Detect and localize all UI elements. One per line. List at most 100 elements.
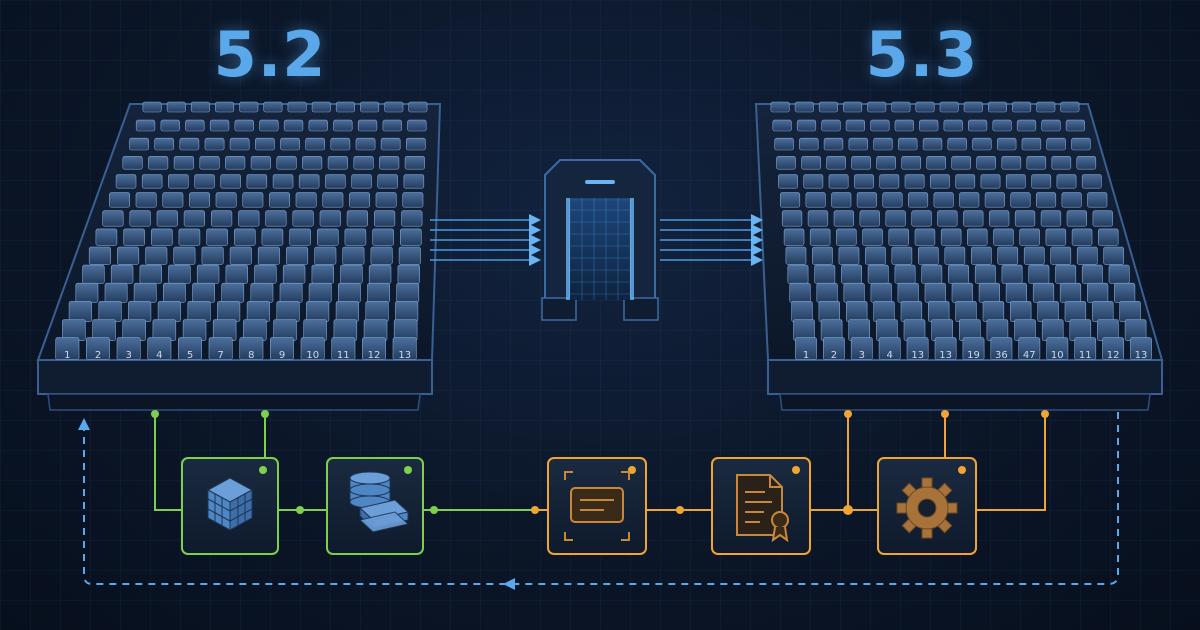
key-cap — [234, 228, 256, 246]
key-cap — [1050, 246, 1072, 265]
key-cap — [1065, 119, 1085, 132]
key-cap — [221, 282, 245, 303]
key-cap — [380, 137, 401, 151]
key-cap — [963, 101, 983, 113]
key-cap — [255, 137, 275, 151]
key-cap — [848, 137, 869, 151]
key-cap — [1059, 282, 1082, 303]
key-cap — [204, 137, 225, 151]
key-cap — [943, 119, 963, 132]
key-cap — [272, 174, 294, 189]
key-cap — [192, 282, 216, 303]
key-cap — [947, 137, 967, 151]
key-cap — [774, 137, 794, 151]
key-cap — [865, 246, 886, 265]
key-cap — [1009, 301, 1032, 322]
key-cap — [250, 156, 271, 170]
key-cap — [876, 156, 896, 170]
key-cap — [951, 282, 973, 303]
key-cap — [1032, 282, 1055, 303]
key-cap — [845, 119, 865, 132]
key-cap — [147, 337, 172, 360]
key-cap — [322, 192, 344, 208]
key-cap — [220, 174, 241, 189]
key-cap — [1098, 228, 1119, 246]
key-cap — [963, 210, 984, 227]
migration-gate — [541, 159, 659, 321]
key-cap — [305, 137, 326, 151]
key-cap — [246, 174, 268, 189]
key-cap — [308, 282, 332, 303]
key-label: 19 — [967, 350, 980, 361]
key-cap — [365, 301, 389, 322]
key-cap — [970, 246, 992, 265]
key-cap — [1092, 210, 1113, 227]
key-cap — [1092, 301, 1114, 322]
key-label: 10 — [306, 350, 319, 361]
key-label: 11 — [337, 350, 350, 361]
key-cap — [355, 137, 376, 151]
key-cap — [123, 228, 145, 246]
key-cap — [337, 282, 361, 303]
key-cap — [789, 282, 811, 303]
key-cap — [311, 101, 331, 113]
key-label: 2 — [95, 350, 101, 361]
key-cap — [234, 119, 254, 132]
key-cap — [1061, 192, 1082, 208]
key-cap — [1012, 101, 1032, 113]
key-cap — [1036, 192, 1057, 208]
key-cap — [976, 156, 997, 170]
key-cap — [772, 119, 792, 132]
key-cap — [75, 282, 99, 303]
key-label: 12 — [1107, 350, 1120, 361]
key-label: 2 — [831, 350, 837, 361]
key-cap — [282, 264, 306, 284]
key-cap — [1046, 337, 1069, 360]
key-cap — [139, 264, 162, 284]
key-cap — [308, 119, 328, 132]
key-cap — [162, 192, 184, 208]
key-cap — [242, 192, 264, 208]
key-cap — [151, 228, 173, 246]
key-cap — [276, 301, 300, 322]
key-cap — [833, 210, 855, 227]
key-cap — [996, 137, 1017, 151]
key-cap — [88, 246, 111, 265]
key-cap — [261, 228, 284, 246]
key-cap — [785, 246, 807, 265]
key-cap — [818, 101, 838, 113]
key-cap — [173, 246, 196, 265]
key-cap — [142, 101, 162, 113]
key-cap — [201, 246, 224, 265]
key-cap — [344, 228, 367, 246]
key-cap — [269, 337, 294, 360]
key-cap — [1076, 246, 1098, 265]
key-cap — [821, 119, 841, 132]
key-cap — [1036, 101, 1056, 113]
key-cap — [891, 101, 911, 113]
key-cap — [851, 156, 871, 170]
key-cap — [967, 119, 988, 132]
key-cap — [781, 210, 803, 227]
key-label: 13 — [398, 350, 411, 361]
key-cap — [98, 301, 122, 322]
key-cap — [189, 192, 210, 208]
key-cap — [984, 192, 1005, 208]
key-cap — [229, 246, 252, 265]
key-cap — [794, 101, 814, 113]
key-cap — [246, 301, 270, 322]
key-cap — [988, 210, 1010, 227]
key-cap — [194, 174, 215, 189]
pipeline-box-settings — [877, 457, 977, 555]
key-cap — [402, 192, 424, 208]
key-cap — [238, 210, 260, 227]
key-cap — [828, 174, 849, 189]
key-cap — [873, 137, 893, 151]
key-cap — [183, 210, 206, 227]
key-cap — [215, 101, 235, 113]
key-cap — [360, 101, 380, 113]
key-cap — [894, 119, 914, 132]
key-cap — [128, 301, 152, 322]
key-cap — [208, 337, 233, 360]
